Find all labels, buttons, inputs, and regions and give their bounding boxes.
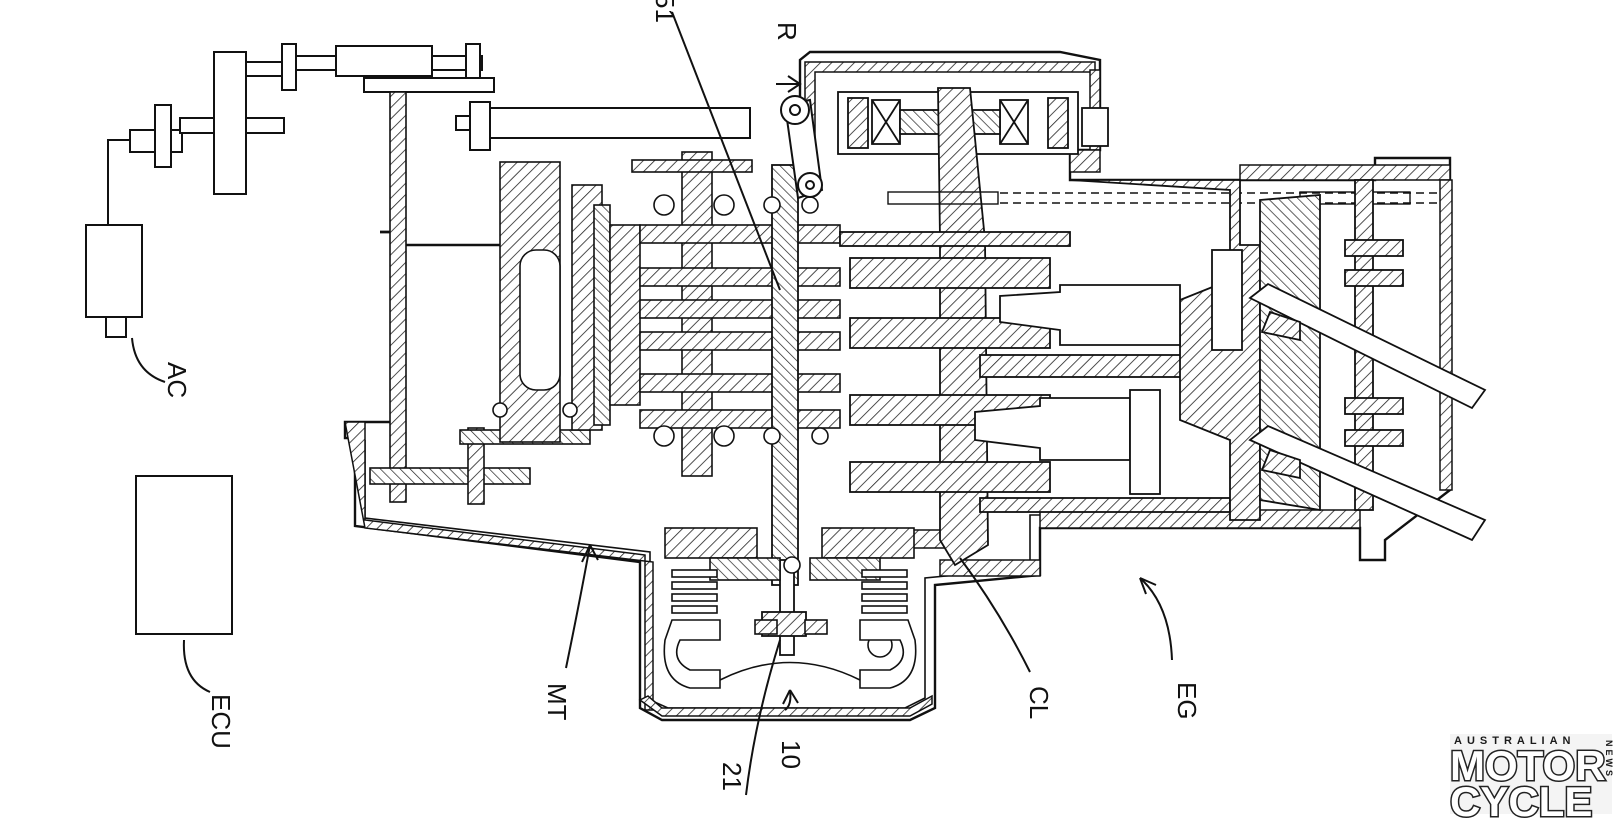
label-r: R bbox=[772, 22, 802, 41]
label-ac: AC bbox=[162, 362, 192, 398]
logo-line2: CYCLE bbox=[1450, 778, 1592, 819]
label-eg: EG bbox=[1172, 682, 1202, 720]
logo-top-text: AUSTRALIAN bbox=[1454, 735, 1576, 747]
label-ref-10: 10 bbox=[776, 740, 806, 769]
publisher-logo: AUSTRALIAN MOTOR CYCLE NEWS bbox=[1449, 734, 1614, 819]
crankshaft bbox=[839, 87, 1231, 567]
connecting-rods bbox=[1248, 282, 1487, 542]
bearings bbox=[492, 194, 893, 658]
logo-line1: MOTOR bbox=[1450, 742, 1606, 789]
label-group: AC ECU MT EG CL 10 21 R 51 bbox=[162, 0, 1202, 791]
label-ecu: ECU bbox=[206, 694, 236, 749]
shift-rocker bbox=[780, 95, 824, 200]
label-mt: MT bbox=[542, 683, 572, 721]
actuator-assembly bbox=[85, 43, 751, 338]
logo-side-text: NEWS bbox=[1604, 740, 1614, 779]
leader-lines bbox=[131, 11, 1173, 796]
clutch-assembly bbox=[663, 527, 917, 689]
label-ref-51: 51 bbox=[650, 0, 680, 23]
ecu-box bbox=[135, 475, 233, 635]
main-shaft bbox=[761, 164, 807, 656]
pistons bbox=[974, 249, 1243, 495]
output-gear-pack bbox=[369, 91, 641, 505]
label-ref-21: 21 bbox=[717, 762, 747, 791]
label-cl: CL bbox=[1024, 686, 1054, 719]
